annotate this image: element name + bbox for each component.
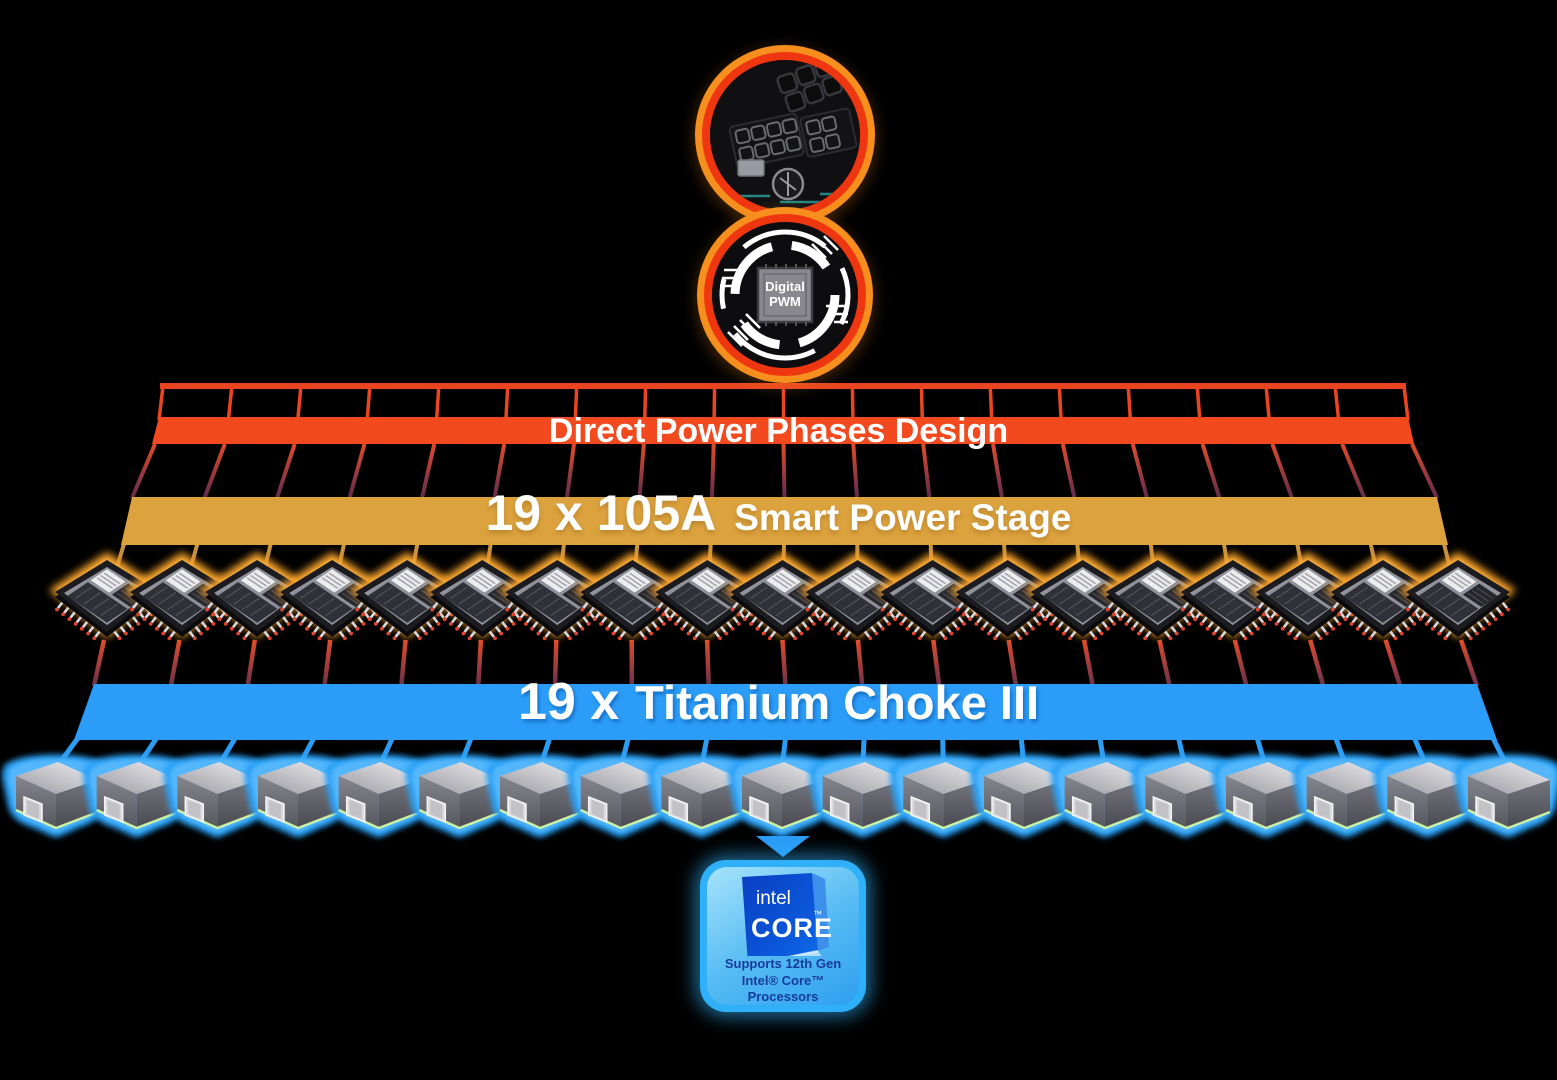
power-stage-chip <box>199 552 316 641</box>
power-connector-illustration <box>710 60 860 210</box>
power-stage-chip <box>274 552 391 641</box>
power-stage-row <box>49 552 1516 641</box>
pwm-chip-label-line2: PWM <box>769 294 801 309</box>
power-stage-chip <box>49 552 165 641</box>
power-stage-chip <box>124 552 241 641</box>
banner-titanium-choke <box>74 684 1497 740</box>
power-stage-chip <box>1324 552 1441 641</box>
choke-icon <box>405 754 514 838</box>
power-stage-chip <box>1174 552 1291 641</box>
choke-icon <box>808 754 917 838</box>
core-trademark-text: ™ <box>813 909 822 919</box>
choke-icon <box>970 754 1078 838</box>
digital-pwm-photo: Digital PWM <box>712 222 858 368</box>
power-stage-chip <box>574 552 691 641</box>
choke-icon <box>1212 754 1320 838</box>
power-connector-photo <box>710 60 860 210</box>
choke-icon <box>1454 754 1557 838</box>
core-product-text: CORE <box>751 913 833 943</box>
down-arrow-icon <box>756 836 810 857</box>
power-stage-chip <box>1249 552 1366 641</box>
choke-row <box>2 754 1557 838</box>
power-stage-chip <box>1099 552 1216 641</box>
choke-icon <box>1131 754 1240 838</box>
power-stage-chip <box>499 552 616 641</box>
intel-core-logo: intel CORE ™ <box>742 873 833 957</box>
power-stage-chip <box>649 552 766 641</box>
intel-core-badge: intel CORE ™ Supports 12th Gen Intel® Co… <box>700 860 866 1012</box>
banner-direct-power <box>152 417 1414 444</box>
pwm-chip-label: Digital PWM <box>712 222 858 368</box>
power-stage-chip <box>799 552 916 641</box>
banner-smart-power-stage <box>121 497 1448 545</box>
choke-icon <box>728 754 836 838</box>
choke-icon <box>163 754 272 838</box>
intel-brand-text: intel <box>756 888 791 909</box>
power-stage-chip <box>724 552 841 641</box>
power-stage-chip <box>949 552 1066 641</box>
pwm-circuit-illustration <box>712 222 858 368</box>
choke-icon <box>889 754 998 838</box>
cpu-support-line1: Supports 12th Gen <box>724 956 842 972</box>
choke-icon <box>1373 754 1482 838</box>
power-stage-chip <box>874 552 991 641</box>
pwm-chip-label-line1: Digital <box>765 279 805 295</box>
power-stage-chip <box>1024 552 1141 641</box>
choke-icon <box>647 754 756 838</box>
power-stage-chip <box>1400 552 1516 641</box>
cpu-support-line2: Intel® Core™ Processors <box>741 972 825 1004</box>
power-stage-chip <box>349 552 466 641</box>
intel-core-badge-inner: intel CORE ™ Supports 12th Gen Intel® Co… <box>707 867 859 1005</box>
choke-icon <box>2 754 110 838</box>
